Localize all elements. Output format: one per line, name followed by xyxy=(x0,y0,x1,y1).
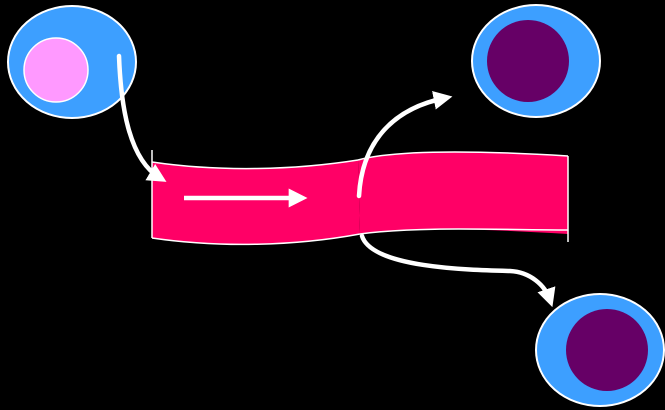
upper-target-cell-nucleus xyxy=(487,20,569,102)
band-left-segment xyxy=(152,160,360,244)
lower-target-cell xyxy=(536,294,664,406)
source-cell-nucleus xyxy=(24,38,88,102)
lower-target-cell-nucleus xyxy=(566,309,648,391)
upper-target-cell xyxy=(472,5,600,117)
arrow-band-to-lower-cell xyxy=(362,236,550,300)
source-cell xyxy=(8,6,136,118)
band-right-segment xyxy=(358,152,568,234)
